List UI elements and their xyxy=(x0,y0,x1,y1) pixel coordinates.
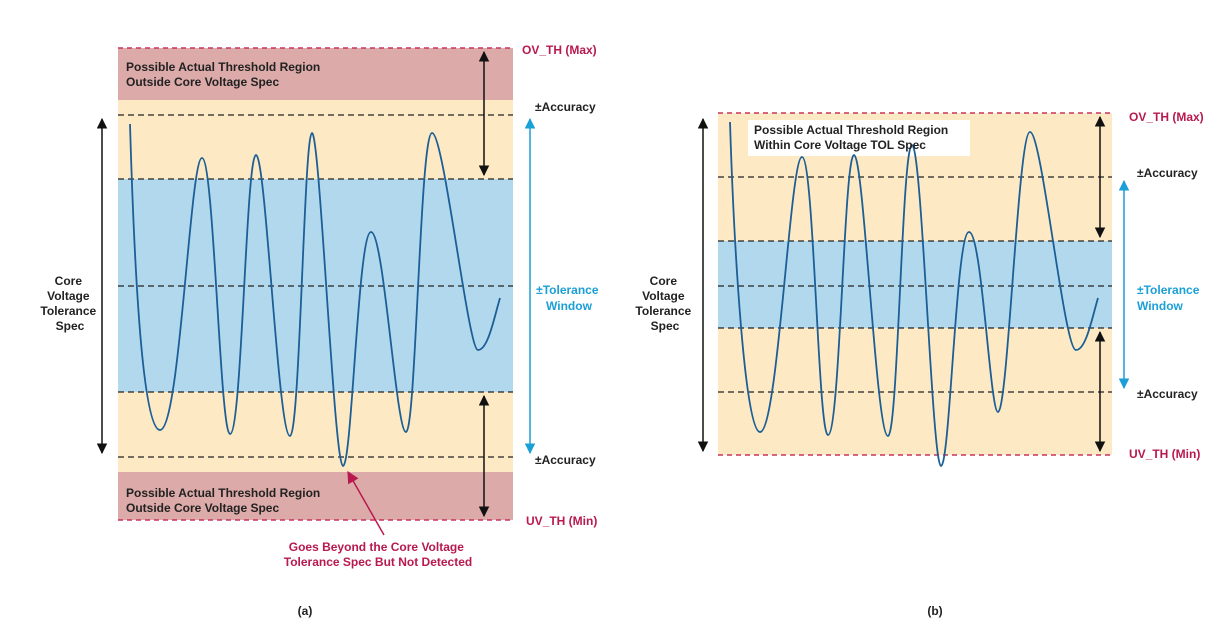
voltage-waveform-b xyxy=(729,121,1099,467)
ov-threshold-label-b: OV_TH (Max) xyxy=(1129,110,1204,124)
core-spec-label-b: Core Voltage Tolerance Spec xyxy=(635,274,694,333)
uv-threshold-label-b: UV_TH (Min) xyxy=(1129,447,1200,461)
accuracy-top-label-b: ±Accuracy xyxy=(1137,166,1198,180)
accuracy-top-label: ±Accuracy xyxy=(535,100,596,114)
tolerance-window-label: ±Tolerance Window xyxy=(536,283,602,313)
lower-accuracy-band xyxy=(118,392,513,472)
top-region-label: Possible Actual Threshold Region Outside… xyxy=(126,60,324,89)
voltage-waveform xyxy=(129,123,501,467)
region-label-bg-b xyxy=(748,120,970,156)
callout-label: Goes Beyond the Core Voltage Tolerance S… xyxy=(284,540,472,569)
bottom-region-label: Possible Actual Threshold Region Outside… xyxy=(126,486,324,515)
panel-a: Possible Actual Threshold Region Outside… xyxy=(40,43,602,618)
top-outside-band xyxy=(118,48,513,100)
bottom-outside-band xyxy=(118,472,513,520)
upper-accuracy-band xyxy=(118,100,513,179)
accuracy-bottom-label: ±Accuracy xyxy=(535,453,596,467)
callout-arrow xyxy=(347,470,385,536)
panel-b-caption: (b) xyxy=(927,604,942,618)
ov-threshold-label: OV_TH (Max) xyxy=(522,43,597,57)
tolerance-window-label-b: ±Tolerance Window xyxy=(1137,283,1203,313)
accuracy-bottom-label-b: ±Accuracy xyxy=(1137,387,1198,401)
panel-b: Possible Actual Threshold Region Within … xyxy=(635,110,1203,618)
tolerance-band-b xyxy=(718,241,1112,328)
panel-a-caption: (a) xyxy=(298,604,313,618)
uv-threshold-label: UV_TH (Min) xyxy=(526,514,597,528)
core-spec-label: Core Voltage Tolerance Spec xyxy=(40,274,99,333)
region-label-b: Possible Actual Threshold Region Within … xyxy=(754,123,952,152)
